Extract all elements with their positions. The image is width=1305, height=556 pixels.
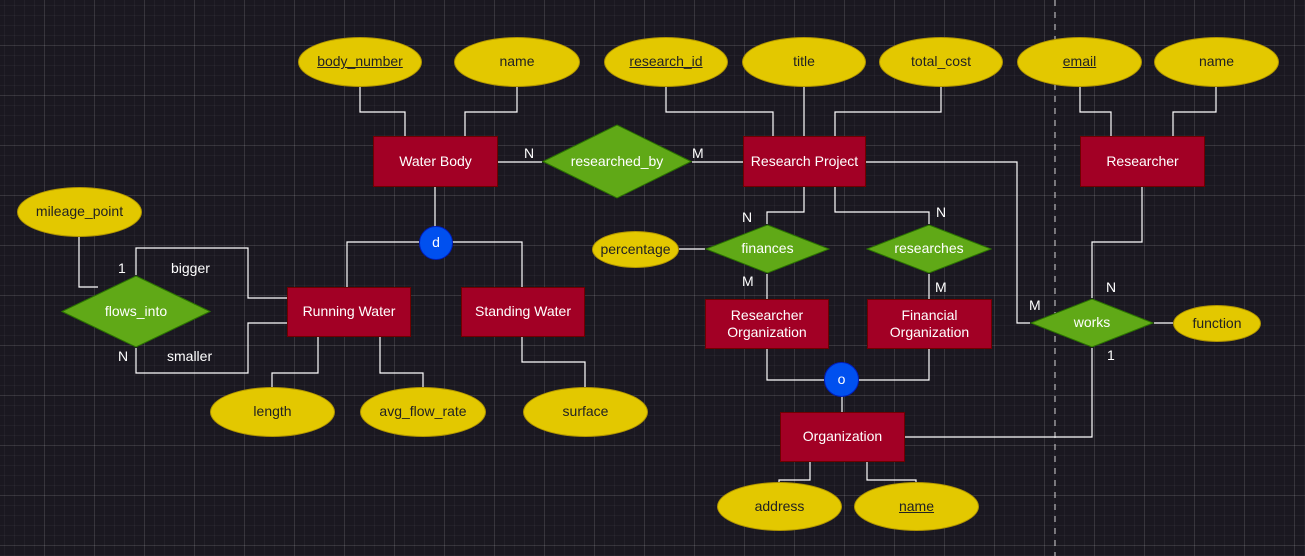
specialization-disjoint[interactable]: d: [419, 226, 453, 260]
card-researches-org: M: [935, 279, 947, 295]
entity-running-water[interactable]: Running Water: [287, 287, 411, 337]
card-works-project: M: [1029, 297, 1041, 313]
edge-address: [778, 462, 811, 482]
entity-researcher[interactable]: Researcher: [1080, 136, 1205, 187]
edge-mileage-flows-into: [78, 237, 98, 288]
card-works-researcher: N: [1106, 279, 1117, 295]
card-flows-into-smaller: N: [118, 348, 129, 364]
rel-works-label: works: [1073, 314, 1111, 331]
attr-address[interactable]: address: [717, 482, 842, 531]
attr-researcher-name[interactable]: name: [1154, 37, 1279, 87]
attr-function[interactable]: function: [1173, 305, 1261, 342]
entity-researcher-organization[interactable]: Researcher Organization: [705, 299, 829, 349]
edge-email: [1079, 87, 1112, 136]
attr-organization-name[interactable]: name: [854, 482, 979, 531]
edge-flows-into-bigger: [135, 247, 287, 299]
attr-avg-flow-rate[interactable]: avg_flow_rate: [360, 387, 486, 437]
attr-email[interactable]: email: [1017, 37, 1142, 87]
edge-fin-org-o: [858, 349, 930, 381]
edge-res-org-o: [766, 349, 826, 381]
card-researches-project: N: [936, 204, 947, 220]
edge-project-works: [866, 161, 1030, 324]
entity-research-project[interactable]: Research Project: [743, 136, 866, 187]
edge-project-researches: [834, 187, 930, 224]
rel-finances[interactable]: finances: [705, 224, 830, 274]
card-finances-org: M: [742, 273, 754, 289]
rel-finances-label: finances: [741, 240, 794, 257]
rel-flows-into-label: flows_into: [104, 302, 168, 319]
edge-researcher-works: [1091, 187, 1143, 298]
rel-flows-into[interactable]: flows_into: [61, 275, 211, 348]
card-researched-by-water-body: N: [524, 145, 535, 161]
attr-total-cost[interactable]: total_cost: [879, 37, 1003, 87]
attr-surface[interactable]: surface: [523, 387, 648, 437]
edge-org-works: [905, 348, 1093, 438]
rel-researched-by-label: researched_by: [570, 152, 664, 169]
edge-avg-flow: [379, 337, 424, 387]
attr-title[interactable]: title: [742, 37, 866, 87]
edge-flows-into-smaller: [135, 322, 287, 374]
card-flows-into-bigger: 1: [118, 260, 126, 276]
role-smaller: smaller: [167, 348, 213, 364]
edge-total-cost: [834, 87, 942, 136]
rel-researches-label: researches: [894, 240, 964, 257]
attr-research-id[interactable]: research_id: [604, 37, 728, 87]
rel-works[interactable]: works: [1030, 298, 1154, 348]
rel-researched-by[interactable]: researched_by: [542, 124, 692, 199]
edge-researcher-name: [1172, 87, 1217, 136]
role-bigger: bigger: [171, 260, 210, 276]
edge-d-standing: [451, 241, 523, 287]
card-finances-project: N: [742, 209, 753, 225]
edge-surface: [521, 337, 586, 387]
attr-mileage-point[interactable]: mileage_point: [17, 187, 142, 237]
edge-org-name: [866, 462, 917, 482]
edge-water-body-name: [464, 87, 518, 136]
entity-standing-water[interactable]: Standing Water: [461, 287, 585, 337]
edge-body-number: [359, 87, 406, 136]
card-works-org: 1: [1107, 347, 1115, 363]
attr-water-body-name[interactable]: name: [454, 37, 580, 87]
entity-financial-organization[interactable]: Financial Organization: [867, 299, 992, 349]
entity-water-body[interactable]: Water Body: [373, 136, 498, 187]
edge-project-finances: [766, 187, 805, 224]
edge-d-running: [346, 241, 419, 287]
card-researched-by-project: M: [692, 145, 704, 161]
attr-length[interactable]: length: [210, 387, 335, 437]
specialization-overlapping[interactable]: o: [824, 362, 859, 397]
attr-body-number[interactable]: body_number: [298, 37, 422, 87]
attr-percentage[interactable]: percentage: [592, 231, 679, 268]
edge-length: [271, 337, 319, 387]
rel-researches[interactable]: researches: [866, 224, 992, 274]
edge-research-id: [665, 87, 774, 136]
entity-organization[interactable]: Organization: [780, 412, 905, 462]
